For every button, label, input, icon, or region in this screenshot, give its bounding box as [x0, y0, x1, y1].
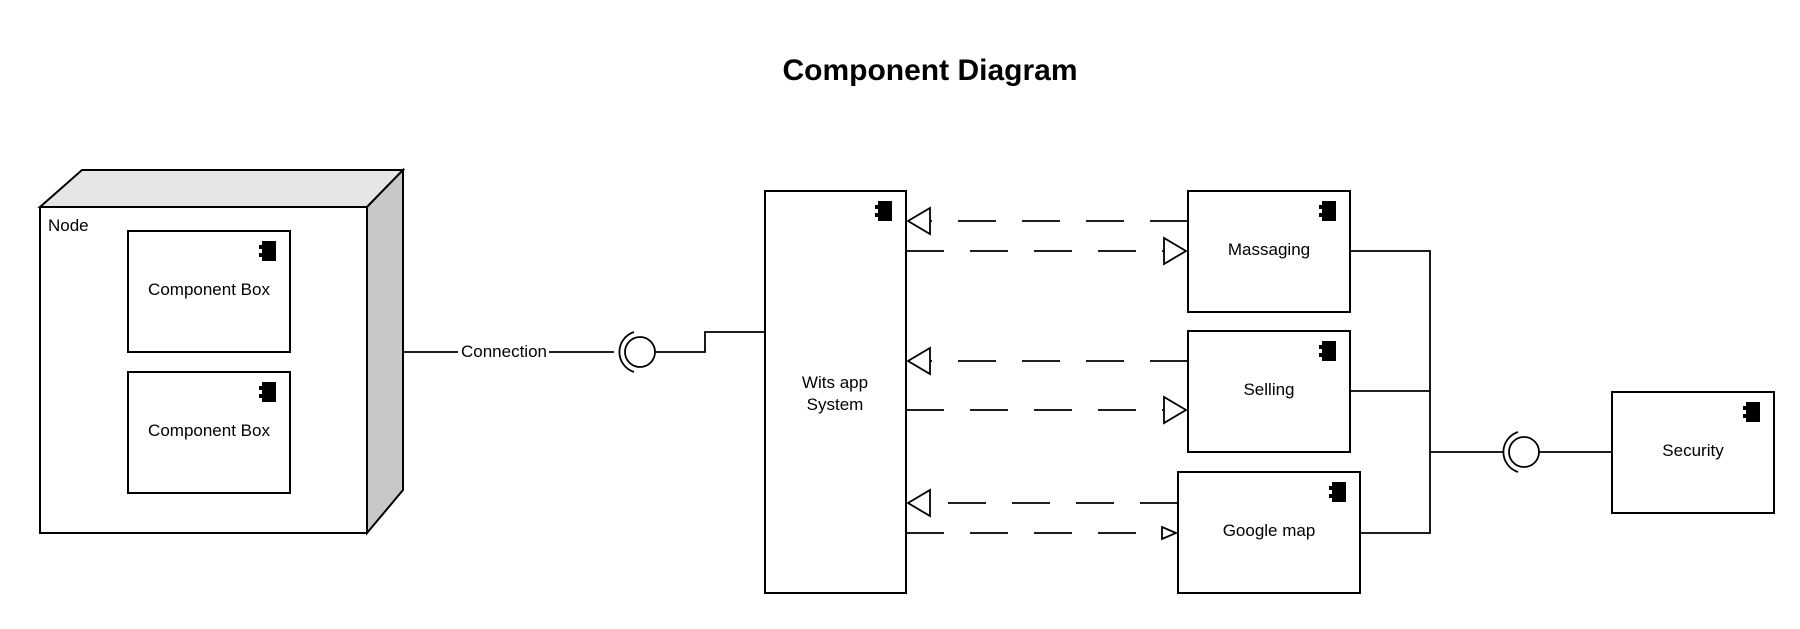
connection-label: Connection [461, 342, 547, 361]
massaging-component[interactable]: Massaging [1187, 190, 1351, 313]
diagram-title: Component Diagram [782, 54, 1077, 87]
lollipop-interface-icon [618, 331, 656, 373]
dependency-arrow-massaging-to-system [906, 206, 1188, 236]
component-box-label: Component Box [148, 421, 270, 440]
selling-component[interactable]: Selling [1187, 330, 1351, 453]
dependency-arrow-selling-to-system [906, 346, 1188, 376]
system-label-line2: System [807, 395, 864, 414]
dependency-arrow-googlemap-to-system [906, 488, 1178, 518]
security-component[interactable]: Security [1611, 391, 1775, 514]
dependency-arrow-system-to-selling [906, 395, 1188, 425]
system-label-line1: Wits app [802, 373, 868, 392]
services-bus [1350, 250, 1431, 534]
component-box-1[interactable]: Component Box [127, 230, 291, 353]
node-top-face [37, 169, 406, 208]
interface-link [655, 331, 785, 353]
google-map-label: Google map [1223, 521, 1316, 540]
wits-app-system[interactable]: Wits app System [764, 190, 907, 594]
component-box-2[interactable]: Component Box [127, 371, 291, 494]
node-label: Node [48, 216, 89, 235]
security-label: Security [1662, 441, 1724, 460]
google-map-component[interactable]: Google map [1177, 471, 1361, 594]
component-box-label: Component Box [148, 280, 270, 299]
dependency-arrow-system-to-googlemap [906, 525, 1179, 541]
lollipop-interface-icon [1502, 431, 1540, 473]
node-side-face [366, 167, 404, 536]
dependency-arrow-system-to-massaging [906, 236, 1188, 266]
massaging-label: Massaging [1228, 240, 1310, 259]
selling-label: Selling [1243, 380, 1294, 399]
